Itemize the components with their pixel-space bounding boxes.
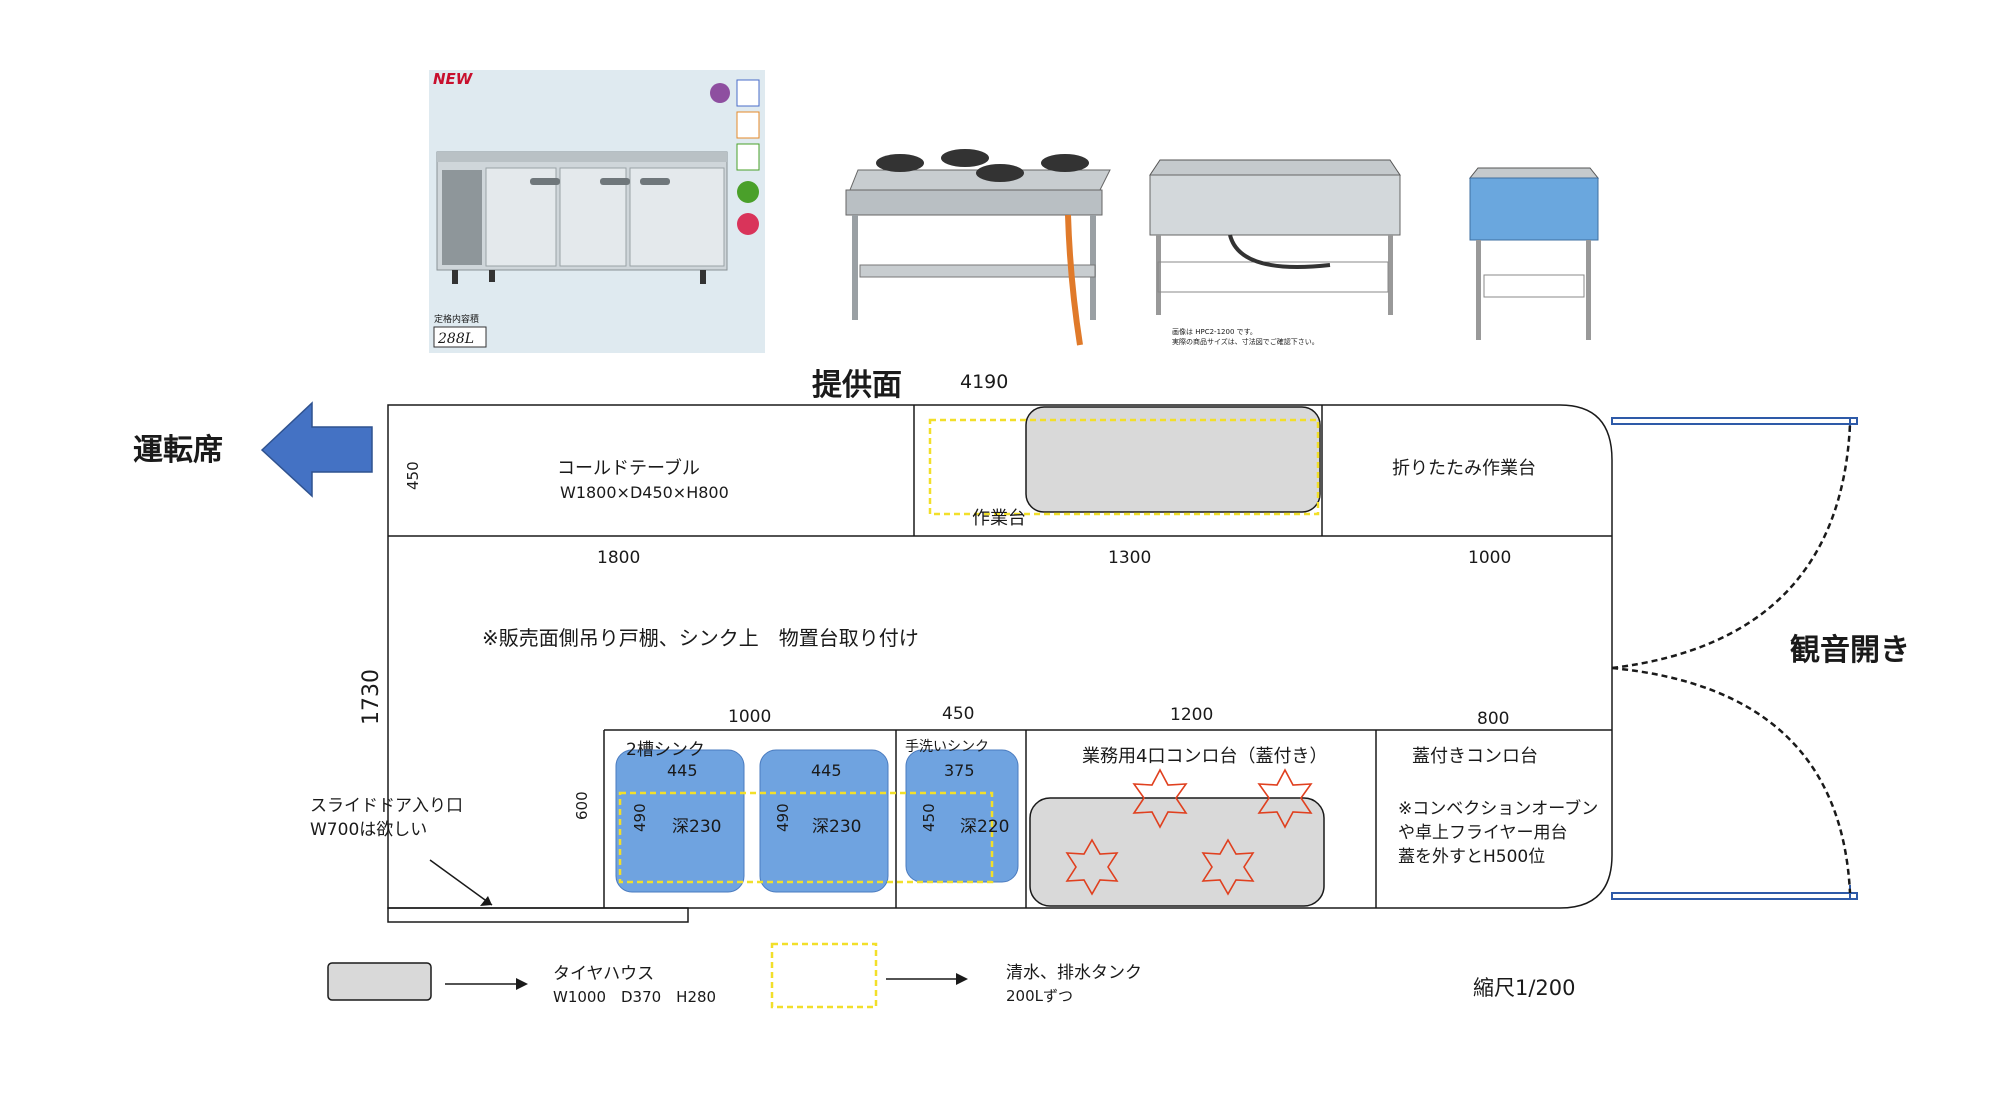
sink-basin-1 (615, 749, 745, 893)
basin-2-bowl-depth: 深230 (812, 817, 861, 837)
door-swing-bottom (1611, 666, 1852, 894)
tire-house-bottom (1029, 797, 1325, 907)
bottom-width-1: 1000 (728, 707, 771, 727)
bottom-width-3: 1200 (1170, 705, 1213, 725)
top-width-3: 1000 (1468, 548, 1511, 568)
badge-icon-1 (710, 83, 730, 103)
legend-tank-size: 200Lずつ (1006, 987, 1073, 1005)
legend-tank-swatch (770, 942, 878, 1009)
basin-3-depth: 450 (920, 803, 938, 832)
tire-house-top (1025, 406, 1321, 513)
basin-3-width: 375 (944, 761, 975, 780)
hand-sink-photo (1468, 167, 1600, 340)
basin-2-depth: 490 (774, 803, 792, 832)
folding-table-label: 折りたたみ作業台 (1392, 458, 1536, 479)
basin-3-bowl-depth: 深220 (960, 817, 1009, 837)
hand-sink-label: 手洗いシンク (905, 739, 989, 755)
back-door-label: 観音開き (1790, 633, 1910, 668)
basin-1-depth: 490 (631, 803, 649, 832)
oven-note-2: や卓上フライヤー用台 (1398, 823, 1568, 843)
flame-icon-1 (1132, 768, 1188, 829)
flame-icon-4 (1201, 838, 1255, 896)
capacity-label: 定格内容積 (434, 313, 479, 325)
flame-icon-2 (1257, 768, 1313, 829)
top-depth: 450 (404, 461, 422, 490)
basin-2-width: 445 (811, 761, 842, 780)
bottom-width-4: 800 (1477, 709, 1509, 729)
oven-note-3: 蓋を外すとH500位 (1398, 847, 1545, 867)
capacity-value: 288L (437, 331, 474, 347)
bottom-depth: 600 (573, 791, 591, 820)
oven-note-1: ※コンベクションオーブン (1398, 798, 1598, 819)
page-title: 提供面 (812, 368, 902, 403)
driver-seat-label: 運転席 (133, 433, 223, 468)
truck-outline (387, 404, 1613, 909)
sink-caption-2: 実際の商品サイズは、寸法図でご確認下さい。 (1172, 337, 1319, 346)
badge-icon-2 (737, 181, 759, 203)
tank-top (928, 418, 1320, 516)
cold-table-size: W1800×D450×H800 (560, 483, 729, 502)
top-width-1: 1800 (597, 548, 640, 568)
sink-caption-1: 画像は HPC2-1200 です。 (1172, 327, 1257, 336)
slide-door (387, 907, 689, 923)
cold-table-name: コールドテーブル (557, 457, 700, 479)
new-badge: NEW (433, 70, 474, 88)
double-sink-label: 2槽シンク (626, 740, 705, 760)
basin-1-bowl-depth: 深230 (672, 817, 721, 837)
badge-icon-3 (737, 213, 759, 235)
basin-1-width: 445 (667, 761, 698, 780)
total-width: 1730 (359, 669, 384, 725)
tank-bottom (618, 791, 994, 884)
bottom-width-2: 450 (942, 704, 974, 724)
slide-door-label-1: スライドドア入り口 (310, 796, 463, 816)
gas-range-photo (845, 149, 1111, 346)
total-length: 4190 (960, 371, 1008, 393)
scale-label: 縮尺1/200 (1473, 976, 1576, 1000)
legend-tank-name: 清水、排水タンク (1006, 963, 1142, 983)
sink-basin-2 (759, 749, 889, 893)
worktable-label: 作業台 (972, 508, 1026, 529)
door-swing-top (1611, 423, 1852, 670)
top-width-2: 1300 (1108, 548, 1151, 568)
slide-door-label-2: W700は欲しい (310, 820, 427, 840)
flame-icon-3 (1065, 838, 1119, 896)
double-sink-photo: 画像は HPC2-1200 です。 実際の商品サイズは、寸法図でご確認下さい。 (1149, 159, 1401, 346)
burner-flame-icons (1065, 768, 1313, 896)
note-text: ※販売面側吊り戸棚、シンク上 物置台取り付け (482, 626, 919, 650)
covered-stove-label: 蓋付きコンロ台 (1412, 746, 1538, 767)
cold-table-photo: NEW 定格内容積 288L (429, 70, 765, 353)
stove-label: 業務用4口コンロ台（蓋付き） (1082, 746, 1327, 767)
legend-tire-swatch (327, 962, 432, 1001)
legend-tire-size: W1000 D370 H280 (553, 988, 716, 1006)
legend-tire-name: タイヤハウス (553, 964, 654, 984)
driver-arrow-icon (260, 401, 373, 498)
